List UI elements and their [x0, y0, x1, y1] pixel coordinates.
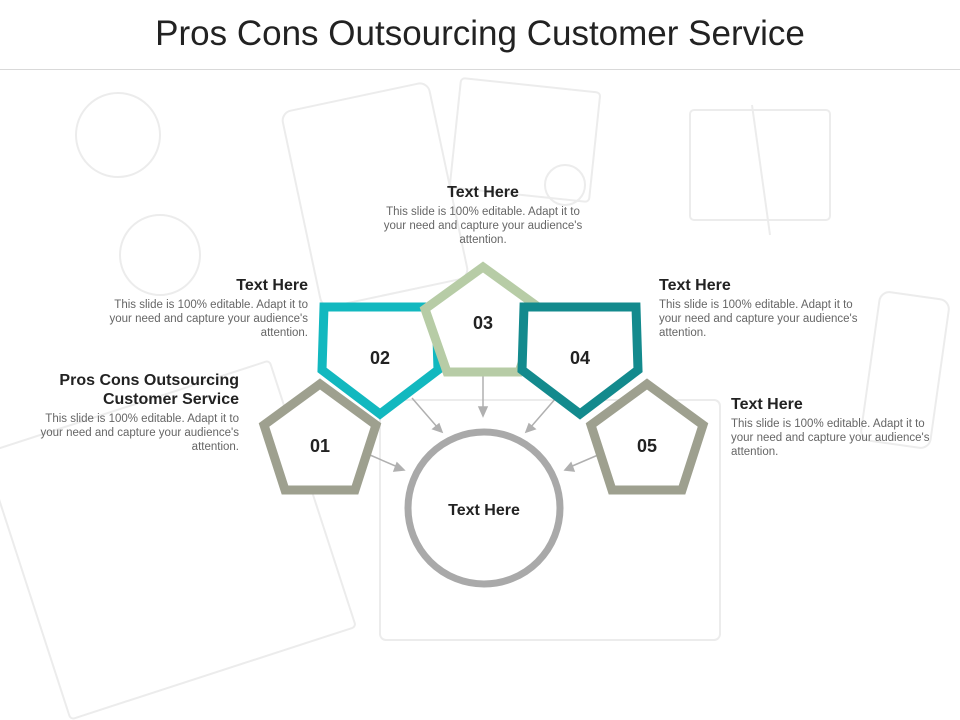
step-number-04: 04 — [570, 348, 590, 368]
connector-02 — [411, 397, 439, 429]
text-block-04: Text Here This slide is 100% editable. A… — [659, 276, 859, 340]
hub-circle — [404, 428, 564, 588]
step-body-04: This slide is 100% editable. Adapt it to… — [659, 299, 858, 339]
step-body-05: This slide is 100% editable. Adapt it to… — [731, 418, 930, 458]
pentagon-01 — [258, 378, 382, 495]
connector-01 — [369, 454, 401, 469]
title-divider — [0, 69, 960, 70]
connector-04 — [529, 397, 557, 429]
step-number-03: 03 — [473, 313, 493, 333]
laptop-outline — [379, 399, 721, 641]
step-number-01: 01 — [310, 436, 330, 456]
step-body-01: This slide is 100% editable. Adapt it to… — [40, 413, 239, 453]
connector-04-arrowhead — [524, 422, 537, 434]
step-number-05: 05 — [637, 436, 657, 456]
step-heading-05: Text Here — [731, 396, 803, 413]
step-heading-02: Text Here — [236, 277, 308, 294]
step-number-02: 02 — [370, 348, 390, 368]
text-block-05: Text Here This slide is 100% editable. A… — [731, 395, 931, 459]
step-heading-04: Text Here — [659, 277, 731, 294]
calculator-outline — [281, 82, 469, 308]
page-title: Pros Cons Outsourcing Customer Service — [155, 14, 805, 53]
hub-label: Text Here — [448, 502, 520, 519]
text-block-02: Text Here This slide is 100% editable. A… — [108, 276, 308, 340]
plant-outline — [75, 92, 161, 178]
connector-02-arrowhead — [431, 422, 444, 434]
pentagon-02 — [317, 302, 443, 420]
text-block-01: Pros Cons Outsourcing Customer Service T… — [39, 371, 239, 454]
ball-outline — [544, 164, 586, 206]
paper-outline — [689, 109, 831, 221]
step-heading-03: Text Here — [447, 184, 519, 201]
step-body-03: This slide is 100% editable. Adapt it to… — [383, 206, 583, 246]
text-block-03: Text Here This slide is 100% editable. A… — [383, 183, 583, 247]
step-heading-01: Pros Cons Outsourcing Customer Service — [59, 372, 239, 408]
cup-outline — [119, 214, 201, 296]
phone-outline — [860, 291, 950, 449]
connector-05-arrowhead — [563, 461, 576, 472]
step-body-02: This slide is 100% editable. Adapt it to… — [109, 299, 308, 339]
pentagon-03 — [419, 261, 547, 377]
notepad-outline — [449, 77, 601, 203]
pen-outline — [751, 104, 771, 236]
pentagon-04 — [517, 302, 643, 420]
connector-01-arrowhead — [392, 461, 406, 472]
pentagon-05 — [585, 378, 709, 495]
connector-05 — [569, 454, 599, 468]
connector-03-arrowhead — [477, 406, 489, 418]
